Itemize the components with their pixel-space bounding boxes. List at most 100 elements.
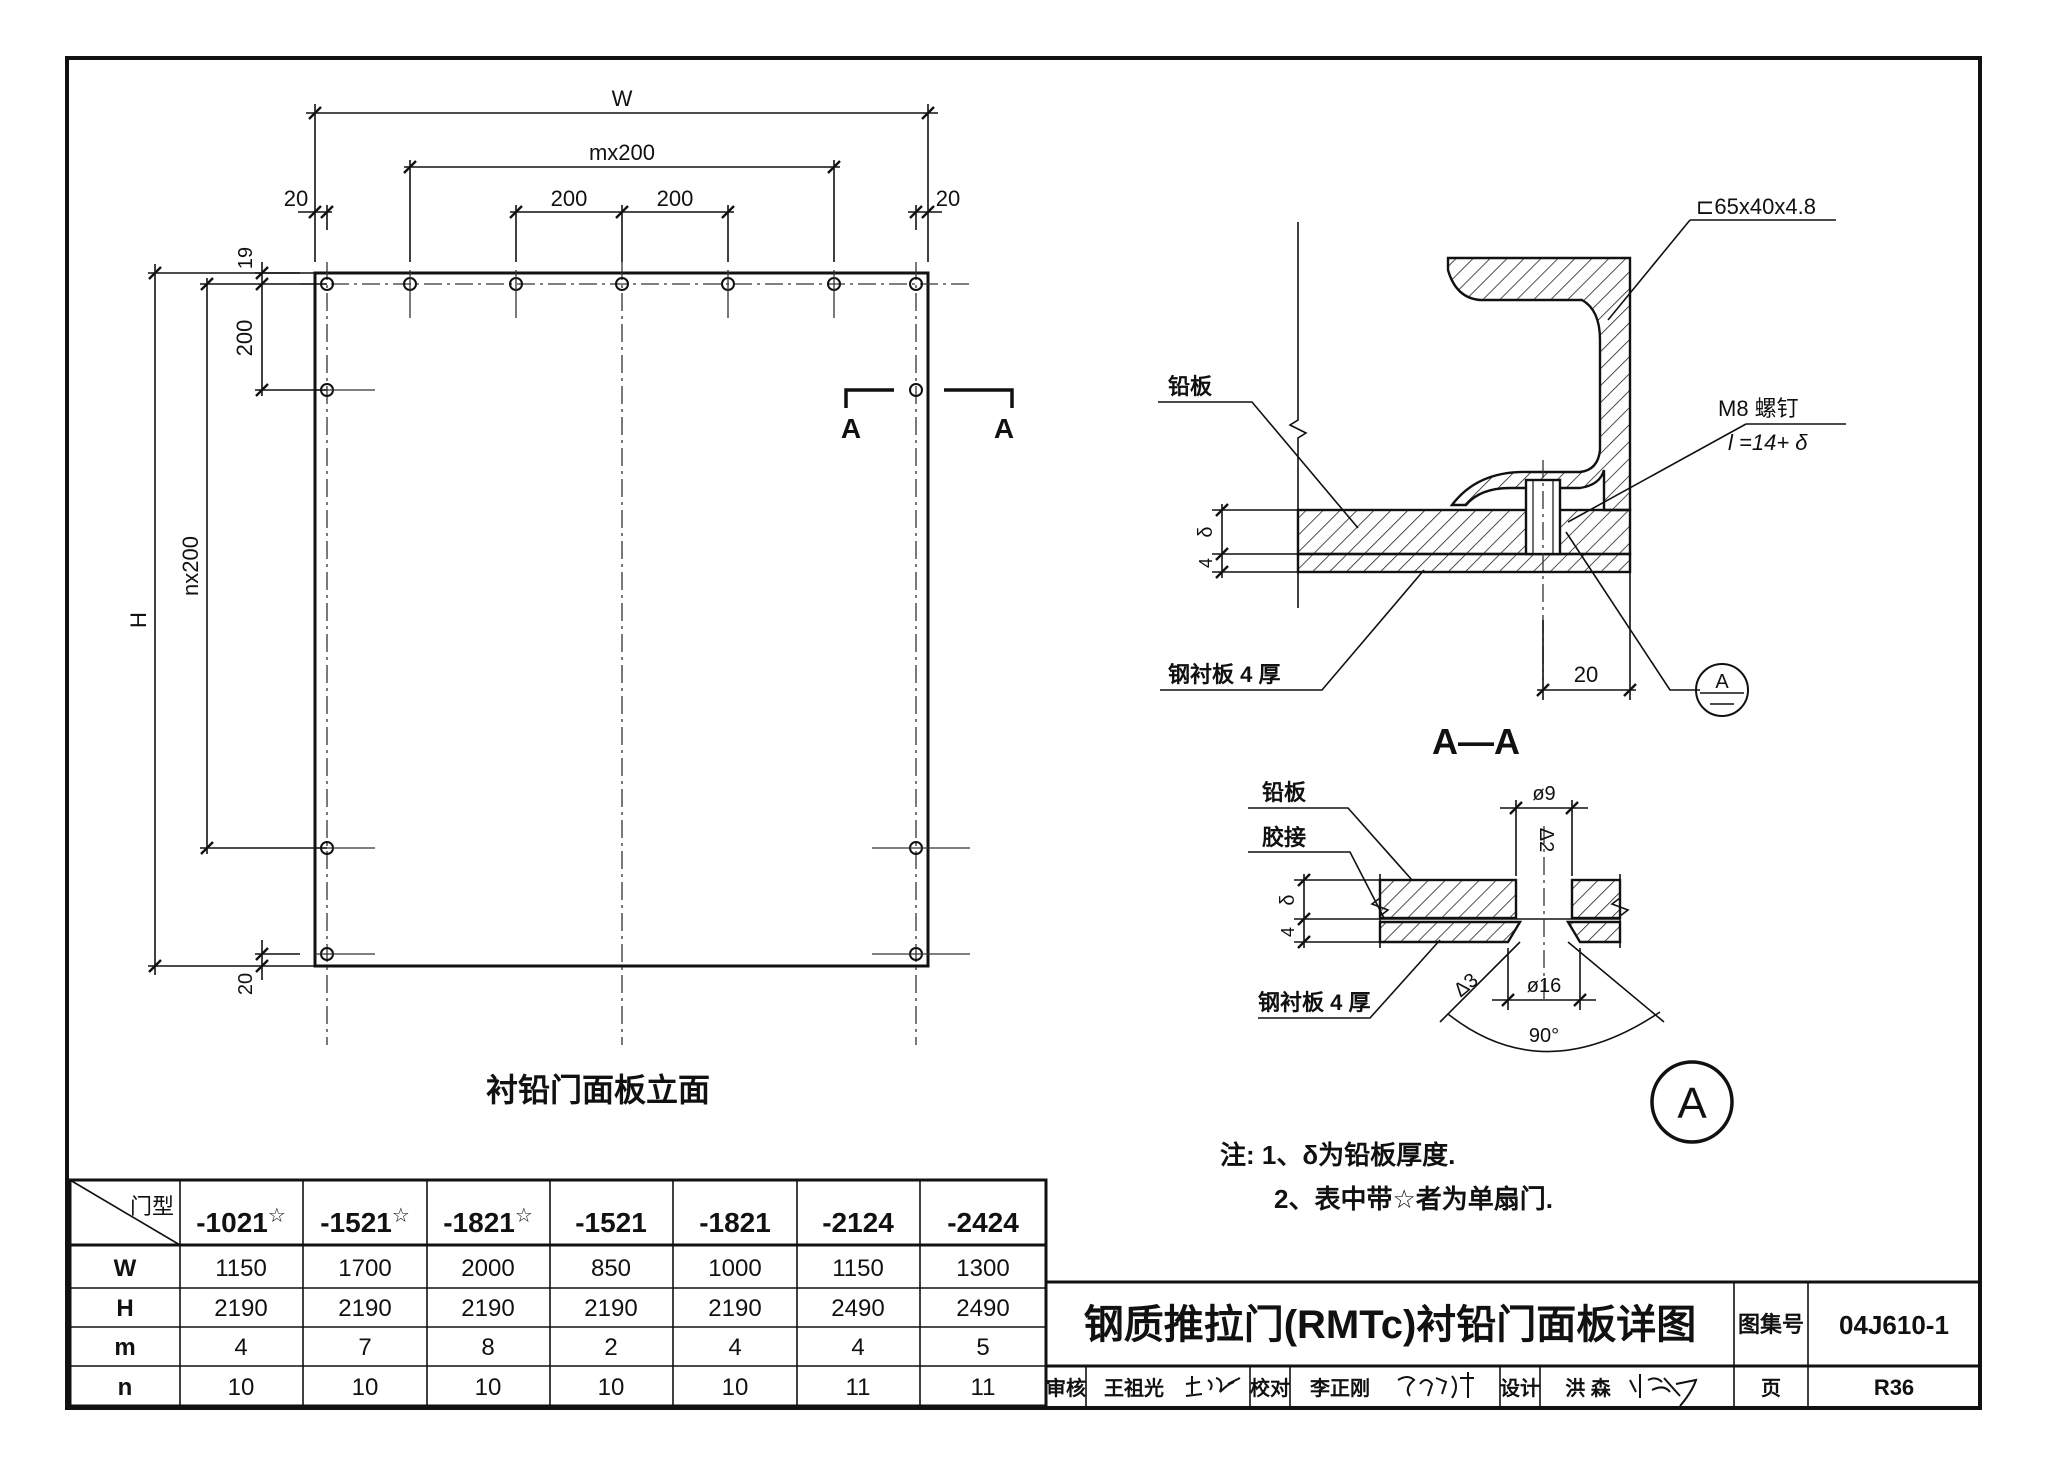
detail-a: ø9 Δ2 δ 4 ø16 90° Δ3 铅板 [1248,780,1734,1144]
cell-m-4: 2 [604,1334,617,1361]
aa-screw-label: M8 螺钉 [1718,396,1799,421]
col-header-4: -1521 [575,1207,647,1238]
dim-200-b: 200 [657,186,694,211]
aa-title: A—A [1432,721,1520,762]
row-label-n: n [118,1374,133,1401]
detail-angle: 90° [1529,1025,1559,1047]
review-label: 审核 [1046,1376,1086,1400]
aa-steel-label: 钢衬板 4 厚 [1168,662,1280,687]
aa-dim20: 20 [1574,662,1598,687]
dim-20-left: 20 [284,186,308,211]
cell-w-6: 1150 [832,1255,884,1282]
cell-n-3: 10 [475,1374,502,1401]
cell-h-4: 2190 [584,1295,637,1322]
col-header-1: -1021☆ [196,1205,286,1238]
col-header-6: -2124 [822,1207,894,1238]
cell-m-1: 4 [234,1334,247,1361]
sheet-frame [65,56,1982,1410]
elevation-title: 衬铅门面板立面 [486,1072,710,1108]
cell-n-5: 10 [722,1374,749,1401]
design-name: 洪 森 [1565,1376,1612,1400]
cell-w-2: 1700 [338,1255,391,1282]
check-label: 校对 [1250,1376,1290,1400]
review-name: 王祖光 [1104,1376,1164,1400]
dim-19: 19 [235,247,257,269]
drawing-title: 钢质推拉门(RMTc)衬铅门面板详图 [1084,1303,1697,1347]
dim-200-a: 200 [551,186,588,211]
cell-m-6: 4 [851,1334,864,1361]
cell-m-7: 5 [976,1334,989,1361]
elevation-view: W mx200 200 200 20 20 H nx200 19 200 20 [126,86,1014,1108]
cell-n-4: 10 [598,1374,625,1401]
cell-h-7: 2490 [956,1295,1009,1322]
section-aa: δ 4 20 A ⊏65x40x4.8 铅板 M8 螺钉 l =14+ δ 钢衬… [1158,194,1846,762]
detail-d9: ø9 [1532,783,1555,805]
cell-h-1: 2190 [214,1295,267,1322]
atlas-number: 04J610-1 [1839,1310,1949,1340]
cell-w-5: 1000 [708,1255,761,1282]
cell-m-3: 8 [481,1334,494,1361]
note-line-1: 注: 1、δ为铅板厚度. [1220,1140,1455,1170]
col-header-5: -1821 [699,1207,771,1238]
aa-screw-len: l =14+ δ [1728,430,1808,455]
check-signature [1397,1372,1474,1399]
detail-ref-circle [1695,663,1749,717]
dim-mx200: mx200 [589,140,655,165]
col-header-7: -2424 [947,1207,1019,1238]
detail-badge: A [1677,1079,1707,1128]
col-header-2: -1521☆ [320,1205,410,1238]
row-label-m: m [114,1334,135,1361]
detail-d16: ø16 [1527,975,1561,997]
dim-20-v: 20 [235,973,257,995]
check-name: 李正刚 [1309,1376,1370,1400]
detail-steel-label: 钢衬板 4 厚 [1258,990,1370,1015]
detail-badge-circle [1650,1060,1734,1144]
cell-h-5: 2190 [708,1295,761,1322]
section-mark-left: A [841,413,861,444]
note-line-2: 2、表中带☆者为单扇门. [1274,1184,1553,1214]
cell-m-5: 4 [728,1334,741,1361]
page-label: 页 [1761,1378,1781,1400]
detail-four: 4 [1278,927,1298,937]
cell-h-3: 2190 [461,1295,514,1322]
cell-m-2: 7 [358,1334,371,1361]
cell-h-2: 2190 [338,1295,391,1322]
cell-n-6: 11 [846,1374,871,1401]
detail-lead-label: 铅板 [1262,780,1307,805]
cell-w-1: 1150 [215,1255,267,1282]
dim-w: W [612,86,633,111]
aa-delta: δ [1195,526,1217,537]
row-label-h: H [116,1295,133,1322]
detail-tri2: Δ2 [1535,828,1557,852]
title-block: 钢质推拉门(RMTc)衬铅门面板详图 图集号 04J610-1 审核 王祖光 校… [1046,1280,1980,1407]
cell-w-7: 1300 [956,1255,1009,1282]
col-header-3: -1821☆ [443,1205,533,1238]
detail-glue-label: 胶接 [1262,825,1306,850]
section-mark-right: A [994,413,1014,444]
row-label-w: W [114,1255,137,1282]
dim-200-v: 200 [232,320,257,357]
dim-nx200: nx200 [178,536,203,596]
door-type-table: 门型 -1021☆ -1521☆ -1821☆ -1521 -1821 -212… [68,1178,1048,1408]
cell-h-6: 2490 [831,1295,884,1322]
review-signature [1185,1376,1241,1397]
cell-n-2: 10 [352,1374,379,1401]
cell-w-4: 850 [591,1255,631,1282]
page-number: R36 [1874,1375,1914,1400]
cell-w-3: 2000 [461,1255,514,1282]
detail-delta: δ [1277,894,1299,905]
aa-lead-label: 铅板 [1168,374,1213,399]
cell-n-7: 11 [971,1374,996,1401]
aa-detail-ref: A [1715,671,1729,693]
dim-h: H [126,612,151,628]
design-signature [1629,1374,1698,1407]
table-corner: 门型 [130,1194,174,1219]
atlas-label: 图集号 [1738,1312,1804,1337]
dim-20-right: 20 [936,186,960,211]
detail-tri3: Δ3 [1450,969,1483,1002]
aa-channel-label: ⊏65x40x4.8 [1696,194,1816,219]
cell-n-1: 10 [228,1374,255,1401]
aa-four: 4 [1196,558,1216,568]
design-label: 设计 [1500,1377,1540,1400]
